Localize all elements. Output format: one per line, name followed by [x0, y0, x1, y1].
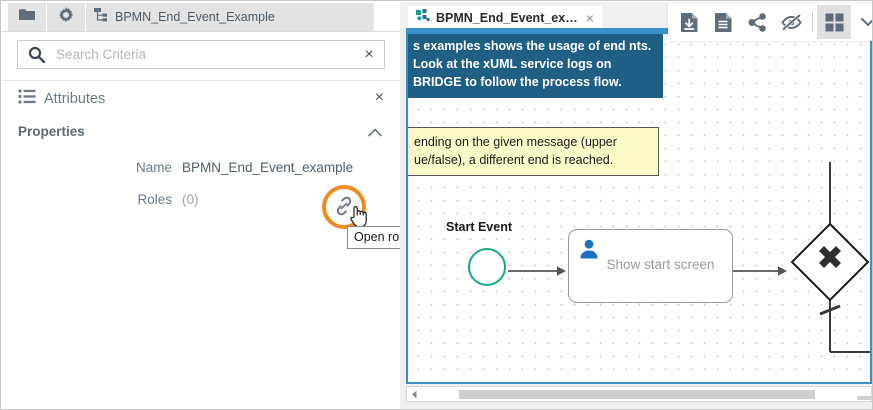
- flow-arrow: [508, 266, 566, 276]
- exclusive-gateway-node[interactable]: [778, 162, 872, 362]
- panel-divider: [2, 80, 400, 81]
- field-row-name: Name BPMN_End_Event_example: [2, 160, 400, 184]
- tab-diagram-label: BPMN_End_Event_Example: [115, 10, 275, 24]
- search-clear-button[interactable]: ×: [364, 45, 374, 63]
- document-download-icon[interactable]: [672, 5, 706, 39]
- note-annotation-box: ending on the given message (upper ue/fa…: [408, 127, 659, 177]
- search-icon: [18, 46, 54, 63]
- start-event-label: Start Event: [446, 220, 512, 234]
- info-annotation-box: s examples shows the usage of end nts. L…: [408, 34, 663, 99]
- task-node[interactable]: Show start screen: [568, 229, 733, 303]
- document-tab[interactable]: BPMN_End_Event_ex… ×: [408, 6, 602, 30]
- chevron-down-icon[interactable]: [851, 5, 872, 39]
- user-icon: [578, 238, 600, 265]
- share-icon[interactable]: [740, 5, 774, 39]
- tooltip: Open role editor: [347, 226, 400, 249]
- grid-icon[interactable]: [817, 5, 851, 39]
- horizontal-scrollbar[interactable]: [406, 386, 872, 402]
- diagram-toolbar: [668, 3, 872, 41]
- left-panel: BPMN_End_Event_Example ×: [2, 2, 400, 409]
- canvas-top-border: [406, 28, 872, 32]
- properties-label: Properties: [18, 124, 85, 139]
- flow-arrow-2: [733, 266, 787, 276]
- document-tab-close-icon[interactable]: ×: [585, 10, 594, 26]
- toolbar-divider: [812, 12, 813, 32]
- eye-off-icon[interactable]: [774, 5, 808, 39]
- attributes-close-button[interactable]: ×: [374, 89, 384, 106]
- gear-icon: [58, 6, 74, 28]
- right-panel: BPMN_End_Event_ex… × s examples shows th…: [400, 2, 872, 409]
- arrow-left-icon[interactable]: [409, 389, 420, 400]
- document-tab-title: BPMN_End_Event_ex…: [436, 11, 578, 25]
- field-value-name[interactable]: BPMN_End_Event_example: [182, 160, 354, 175]
- document-lines-icon[interactable]: [706, 5, 740, 39]
- chevron-up-icon[interactable]: [368, 124, 382, 142]
- tab-settings[interactable]: [47, 3, 85, 31]
- list-icon: [18, 89, 36, 109]
- vertical-scrollbar-thumb[interactable]: [857, 396, 871, 400]
- tab-diagram[interactable]: BPMN_End_Event_Example: [86, 3, 374, 31]
- field-label-name: Name: [135, 160, 172, 175]
- search-input[interactable]: [54, 46, 354, 63]
- scrollbar-thumb[interactable]: [459, 390, 815, 399]
- properties-section-header[interactable]: Properties: [2, 122, 400, 146]
- task-label: Show start screen: [606, 257, 715, 272]
- field-value-roles[interactable]: (0): [182, 192, 199, 207]
- diagram-canvas[interactable]: s examples shows the usage of end nts. L…: [406, 31, 872, 384]
- attributes-title: Attributes: [44, 91, 106, 107]
- search-field[interactable]: ×: [17, 40, 385, 69]
- start-event-node[interactable]: [468, 248, 506, 286]
- link-icon: [333, 195, 355, 222]
- field-row-roles: Roles (0): [2, 192, 400, 216]
- field-label-roles: Roles: [137, 192, 172, 207]
- attributes-header: Attributes: [2, 84, 400, 114]
- open-role-editor-button[interactable]: [322, 185, 367, 229]
- folder-icon: [19, 8, 35, 26]
- left-panel-tabbar: BPMN_End_Event_Example: [2, 2, 400, 32]
- tab-explorer[interactable]: [8, 3, 46, 31]
- hierarchy-icon: [94, 7, 109, 27]
- diagram-icon: [416, 9, 430, 27]
